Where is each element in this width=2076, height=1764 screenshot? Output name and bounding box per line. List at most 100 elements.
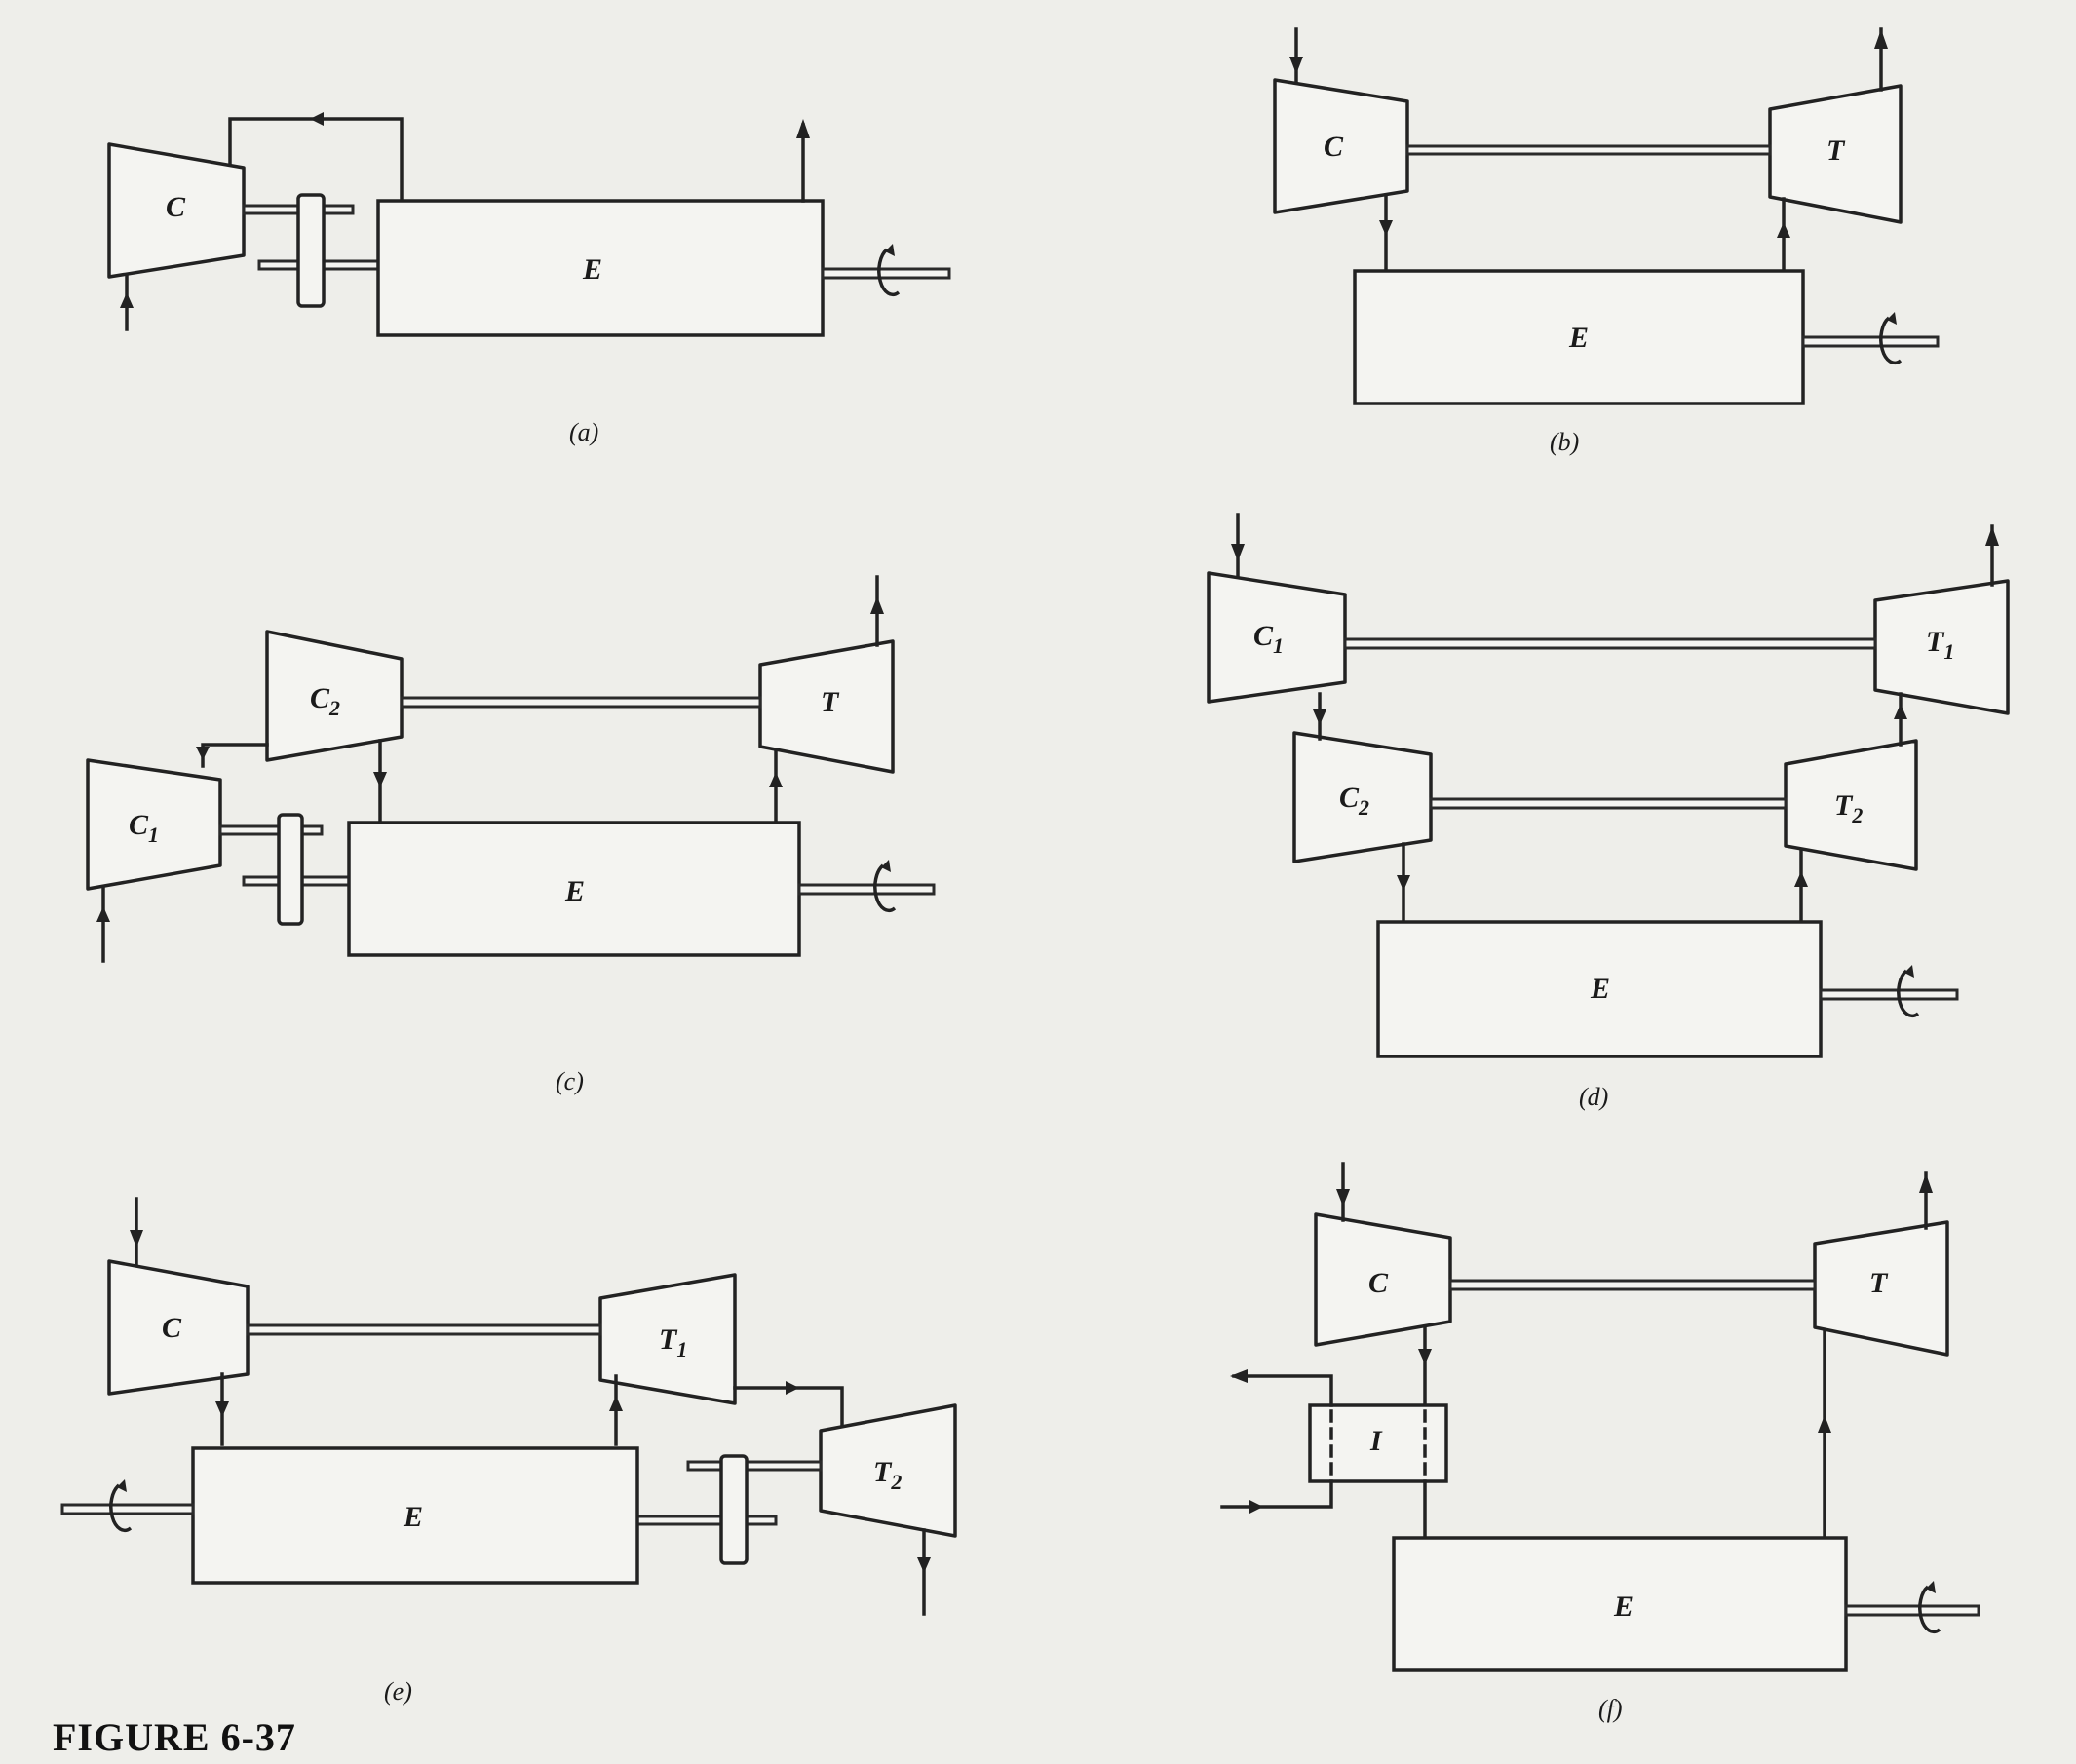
engine-e	[376, 199, 825, 337]
output-shaft	[1801, 335, 1940, 348]
turbine-t2-label: T2	[873, 1456, 902, 1494]
turbine-t1	[1873, 579, 2010, 715]
compressor-shaft	[218, 824, 324, 836]
gearbox	[277, 813, 304, 926]
turbocharger-shaft	[246, 1323, 602, 1336]
engine-output-shaft	[635, 1515, 778, 1526]
compressor-c2	[1292, 731, 1433, 863]
engine-e	[1392, 1536, 1848, 1672]
turbine-t	[1813, 1220, 1949, 1357]
exhaust-arrow	[870, 596, 884, 614]
compressor-c2	[265, 630, 404, 762]
engine-e	[347, 821, 801, 957]
engine-e-label: E	[1590, 973, 1610, 1005]
gearbox	[719, 1454, 749, 1565]
inlet-arrow	[1231, 544, 1245, 561]
output-shaft	[821, 267, 951, 280]
intercooler-i-label: I	[1369, 1425, 1383, 1457]
exhaust-arrow	[1874, 29, 1888, 49]
turbine-t2-label: T2	[1834, 789, 1863, 827]
engine-e	[191, 1446, 639, 1585]
panel-f: C T I E (f)	[1220, 1162, 1980, 1723]
panel-e-caption: (e)	[384, 1677, 412, 1706]
turbine-t-label: T	[1826, 134, 1846, 167]
panel-c: C2 T C1 E (c)	[86, 575, 936, 1095]
intake-arrow	[373, 772, 387, 787]
turbine-t1	[598, 1273, 737, 1405]
flow-arrow	[1894, 704, 1907, 719]
compressor-c-label: C	[162, 1312, 182, 1344]
compressor-c	[1273, 78, 1409, 214]
figure-title: FIGURE 6-37	[53, 1715, 296, 1759]
flow-arrow	[1418, 1349, 1432, 1364]
gearbox	[296, 193, 326, 308]
compressor-c	[1314, 1212, 1452, 1347]
hp-shaft	[1343, 637, 1877, 650]
turbine-t-label: T	[1869, 1267, 1889, 1299]
bypass-line	[228, 117, 404, 202]
c1-to-c2-line	[201, 743, 269, 768]
intake-arrow	[1397, 875, 1410, 891]
coolant-in-arrow	[1249, 1500, 1263, 1514]
inlet-arrow	[120, 292, 134, 308]
intercooler-tubes	[1329, 1409, 1427, 1477]
turbocharger-shaft	[1405, 144, 1772, 156]
output-shaft	[60, 1503, 195, 1515]
turbine-t	[758, 639, 895, 774]
lp-shaft	[1429, 797, 1788, 810]
compressor-c1	[1207, 571, 1347, 704]
turbocharger-shaft	[400, 696, 762, 709]
turbine-t-label: T	[821, 686, 840, 718]
panel-a: C E (a)	[107, 112, 951, 446]
exhaust-arrow	[1985, 526, 1999, 546]
compressor-c	[107, 142, 246, 279]
panel-a-caption: (a)	[569, 418, 598, 446]
engine-e-label: E	[582, 253, 602, 286]
engine-e-label: E	[564, 875, 585, 907]
exhaust-arrow	[796, 119, 810, 138]
exhaust-arrow	[609, 1396, 623, 1411]
compressor-c-label: C	[1368, 1267, 1389, 1299]
turbine-t2	[1784, 739, 1918, 871]
flow-arrow	[196, 747, 210, 760]
engine-e-label: E	[1613, 1591, 1634, 1623]
exhaust-arrow	[769, 772, 783, 787]
inlet-arrow	[1336, 1189, 1350, 1207]
coolant-in-line	[1220, 1479, 1333, 1509]
output-shaft	[1819, 988, 1959, 1001]
turbine-t2	[819, 1403, 957, 1538]
panel-d: C1 T1 C2 T2 E (d)	[1207, 513, 2010, 1111]
engine-e	[1376, 920, 1823, 1058]
panel-d-caption: (d)	[1579, 1083, 1608, 1111]
exhaust-arrow	[1818, 1415, 1831, 1433]
flow-arrow	[310, 112, 324, 126]
output-shaft	[797, 883, 936, 896]
panel-e: C T1 T2 E (e)	[60, 1197, 957, 1706]
engine-e-label: E	[403, 1501, 423, 1533]
engine-e-label: E	[1568, 322, 1589, 354]
inlet-arrow	[130, 1230, 143, 1247]
intake-arrow	[215, 1401, 229, 1417]
coolant-out-line	[1232, 1374, 1333, 1407]
compressor-c-label: C	[166, 191, 186, 223]
compressor-c	[107, 1259, 250, 1396]
compressor-c-label: C	[1324, 131, 1344, 163]
panel-b-caption: (b)	[1550, 428, 1579, 456]
engine-e	[1353, 269, 1805, 405]
turbine-t	[1768, 84, 1903, 224]
panel-f-caption: (f)	[1598, 1695, 1623, 1723]
turbine-shaft	[686, 1460, 823, 1472]
exhaust-arrow	[1777, 222, 1790, 238]
panel-b: C T E (b)	[1273, 27, 1940, 456]
output-shaft	[1844, 1604, 1980, 1617]
t1-to-t2-line	[733, 1386, 844, 1431]
exhaust-arrow	[1919, 1173, 1933, 1193]
compressor-c1	[86, 758, 222, 891]
inlet-arrow	[1289, 57, 1303, 74]
flow-arrow	[1313, 709, 1326, 725]
intake-arrow	[1379, 220, 1393, 236]
coolant-out-arrow	[1230, 1369, 1248, 1383]
inlet-arrow	[96, 906, 110, 922]
